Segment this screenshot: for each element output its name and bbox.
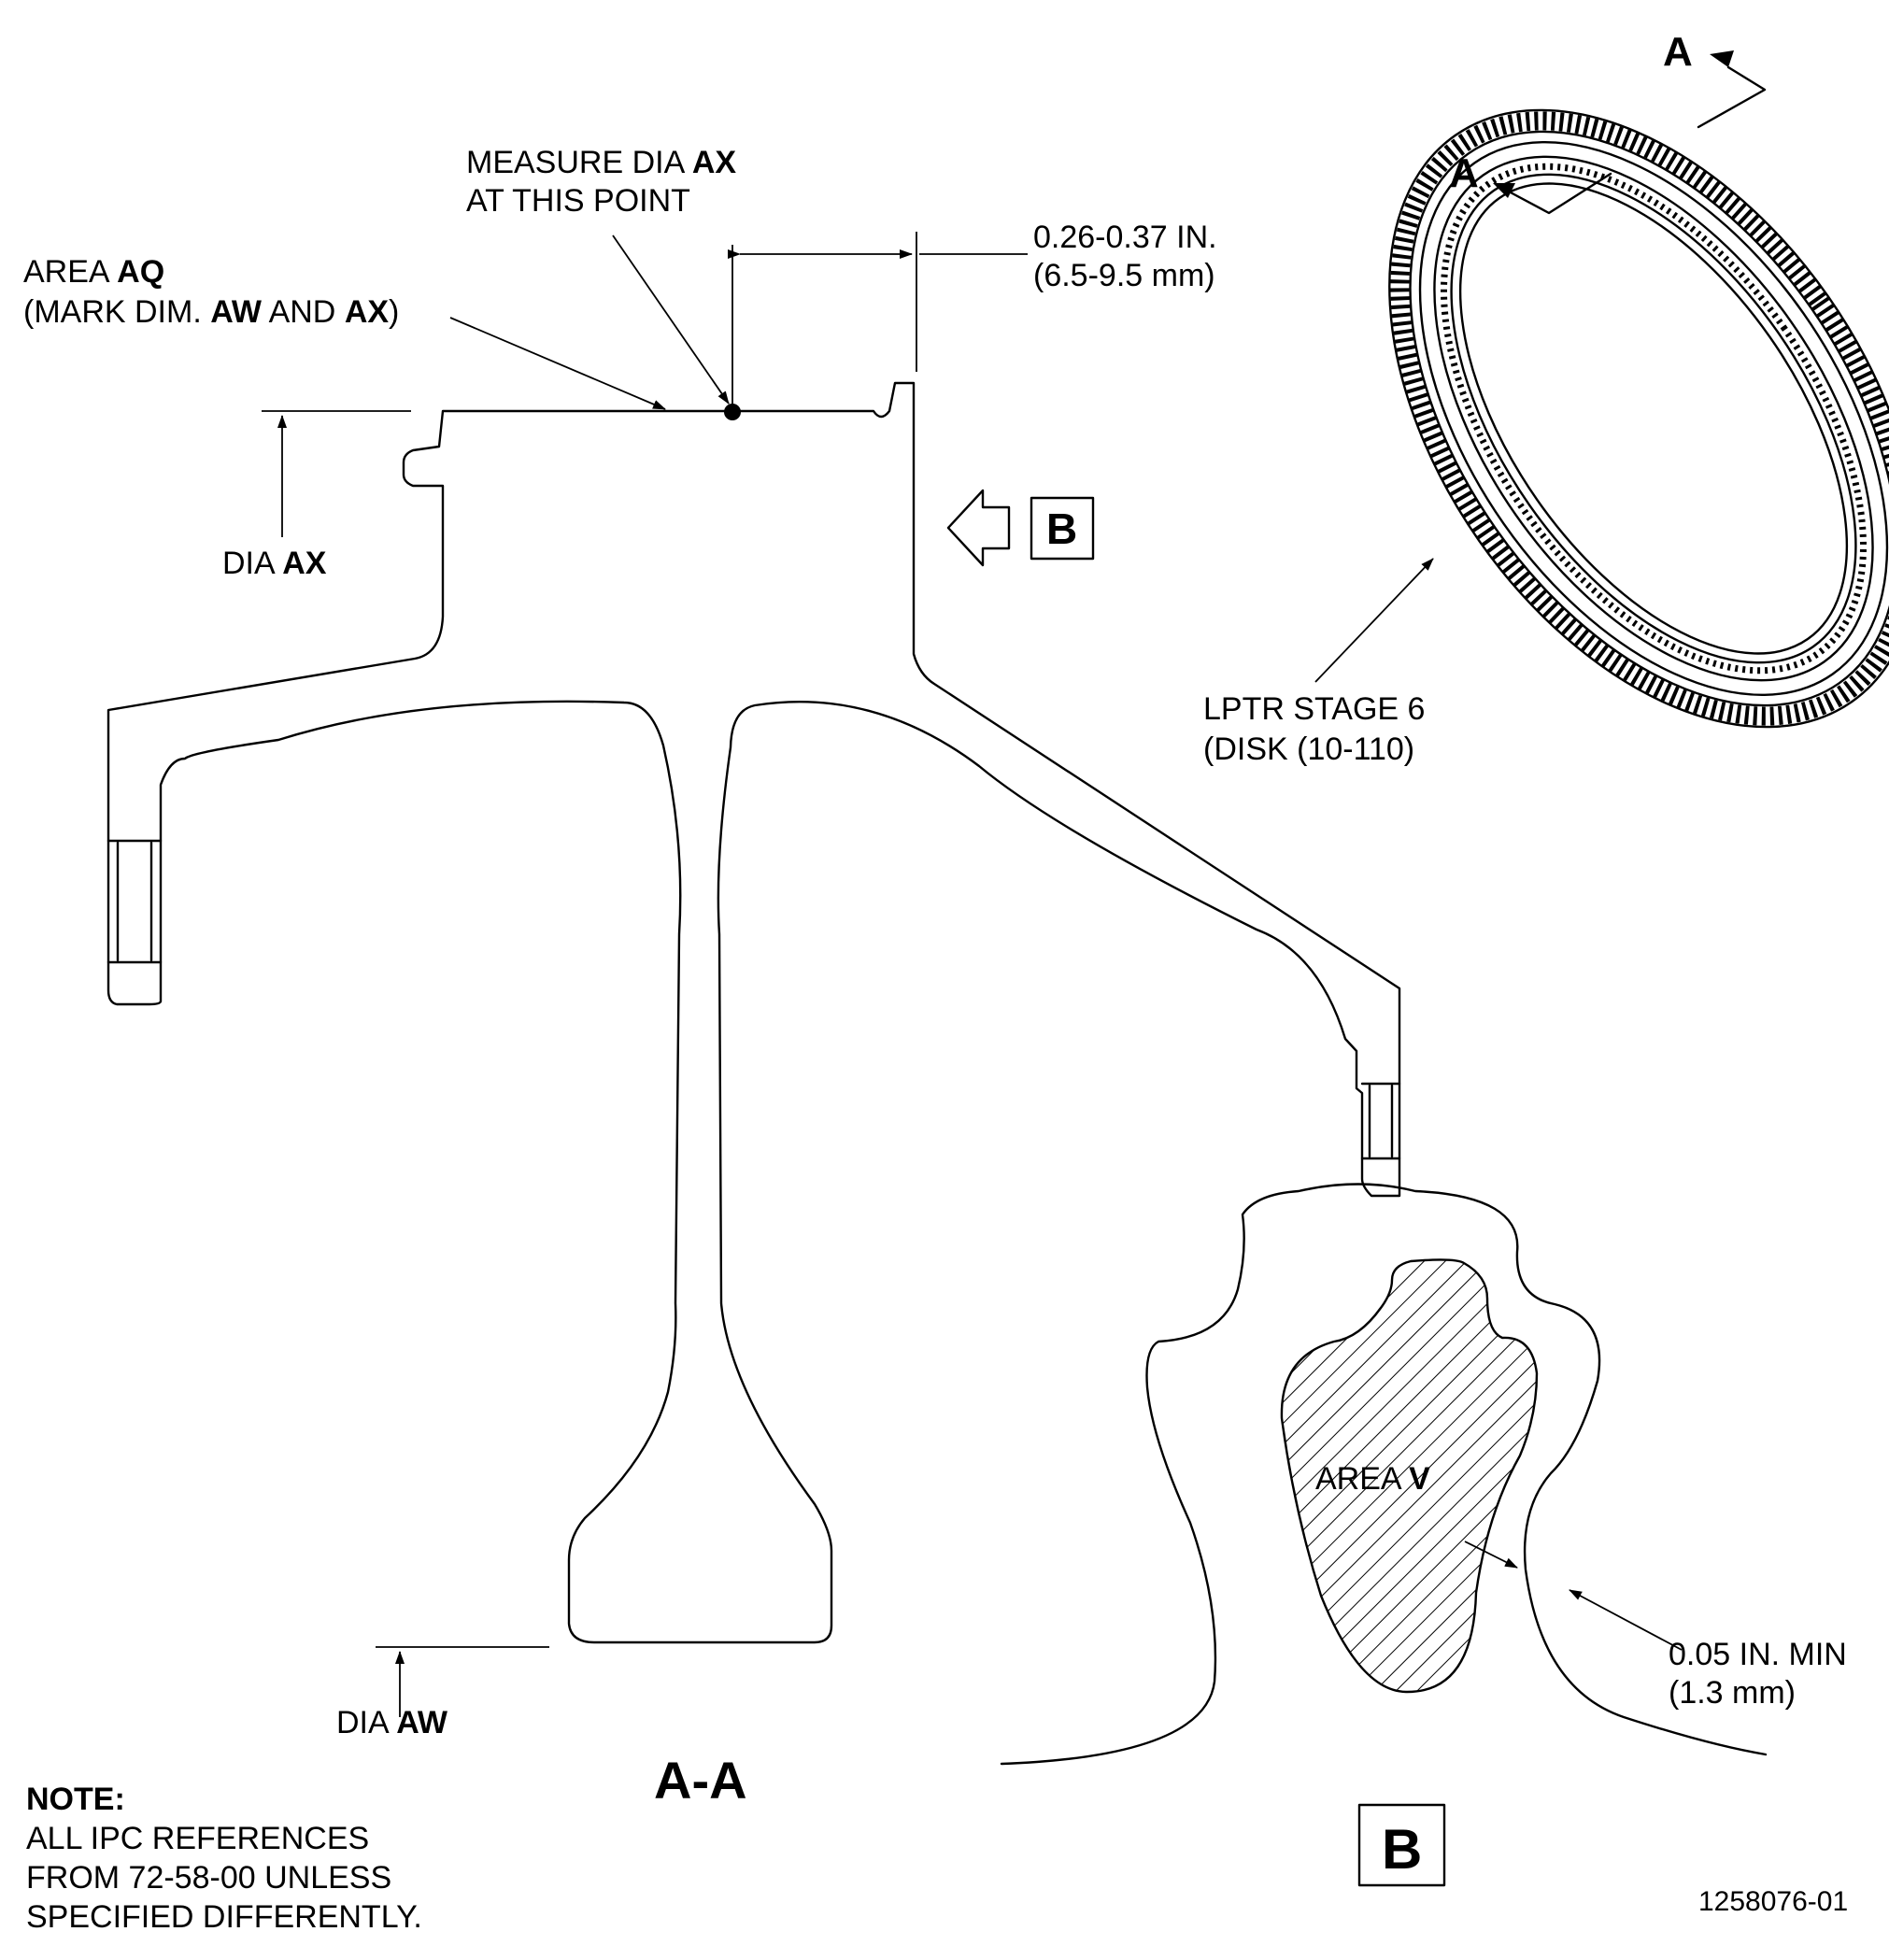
detail-b-view	[1000, 1183, 1768, 1887]
disk-ring-view	[1314, 50, 1889, 729]
lptr-label-line2: (DISK (10-110)	[1203, 731, 1414, 767]
section-a-a-profile	[107, 381, 1401, 1644]
leader-lines	[262, 232, 1028, 1717]
area-v-label: AREA V	[1315, 1461, 1430, 1497]
note-title: NOTE:	[26, 1782, 125, 1817]
section-cut-arrow-upper	[1697, 65, 1767, 129]
lptr-label-line1: LPTR STAGE 6	[1203, 691, 1425, 727]
note-line2: FROM 72-58-00 UNLESS	[26, 1860, 391, 1896]
detail-b-label: B	[1382, 1818, 1422, 1881]
dia-aw-label: DIA AW	[336, 1705, 448, 1740]
measure-callout-line2: AT THIS POINT	[466, 183, 690, 219]
min-thickness-in-label: 0.05 IN. MIN	[1669, 1637, 1847, 1672]
note-line3: SPECIFIED DIFFERENTLY.	[26, 1899, 422, 1935]
view-b-ref-letter: B	[1046, 504, 1077, 553]
dia-ax-label: DIA AX	[222, 546, 327, 581]
area-v-hatched	[1280, 1258, 1539, 1694]
mark-dim-label: (MARK DIM. AW AND AX)	[23, 294, 399, 330]
min-thickness-mm-label: (1.3 mm)	[1669, 1675, 1796, 1711]
section-a-a-label: A-A	[654, 1751, 747, 1810]
view-b-indicator	[946, 489, 1095, 567]
area-aq-label: AREA AQ	[23, 254, 164, 290]
measurement-point	[724, 404, 741, 420]
dimension-in-label: 0.26-0.37 IN.	[1033, 220, 1217, 255]
figure-number: 1258076-01	[1698, 1886, 1848, 1917]
dimension-mm-label: (6.5-9.5 mm)	[1033, 258, 1215, 293]
measure-callout-line1: MEASURE DIA AX	[466, 145, 736, 180]
section-arrow-upper-letter: A	[1663, 29, 1693, 75]
section-arrow-lower-letter: A	[1449, 150, 1479, 196]
section-cut-arrow-lower	[1507, 172, 1612, 215]
note-line1: ALL IPC REFERENCES	[26, 1821, 369, 1856]
